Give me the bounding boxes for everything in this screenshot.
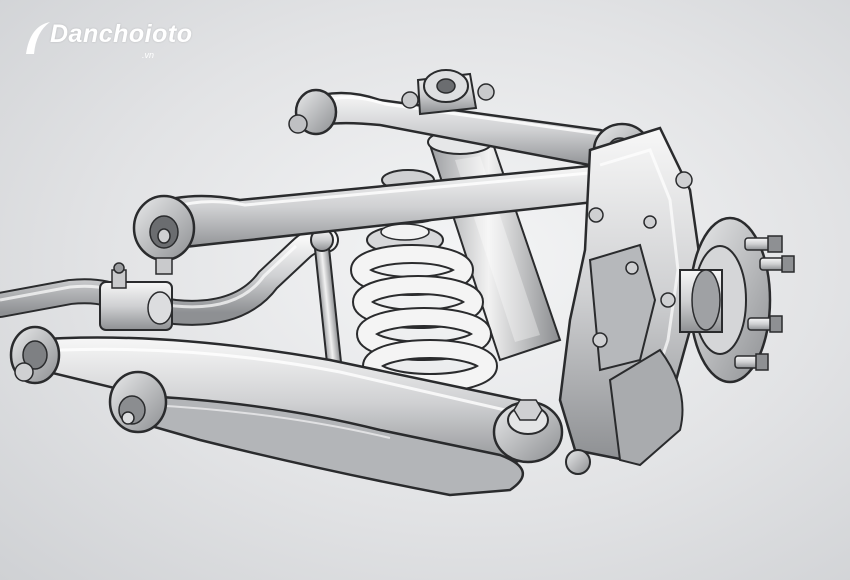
lower-control-arm	[9, 325, 564, 497]
brake-backing-plate	[608, 348, 684, 467]
lug-studs	[734, 235, 795, 371]
wheel-hub	[679, 216, 772, 384]
brand-name: Danchoioto	[50, 20, 193, 48]
mounting-bolts	[588, 207, 657, 275]
brand-domain-suffix: .vn	[142, 50, 155, 60]
toe-link	[132, 163, 647, 275]
brand-watermark: Danchoioto .vn	[22, 16, 212, 64]
stabilizer-bar	[0, 226, 339, 331]
brand-logo-mark-icon	[26, 22, 50, 54]
